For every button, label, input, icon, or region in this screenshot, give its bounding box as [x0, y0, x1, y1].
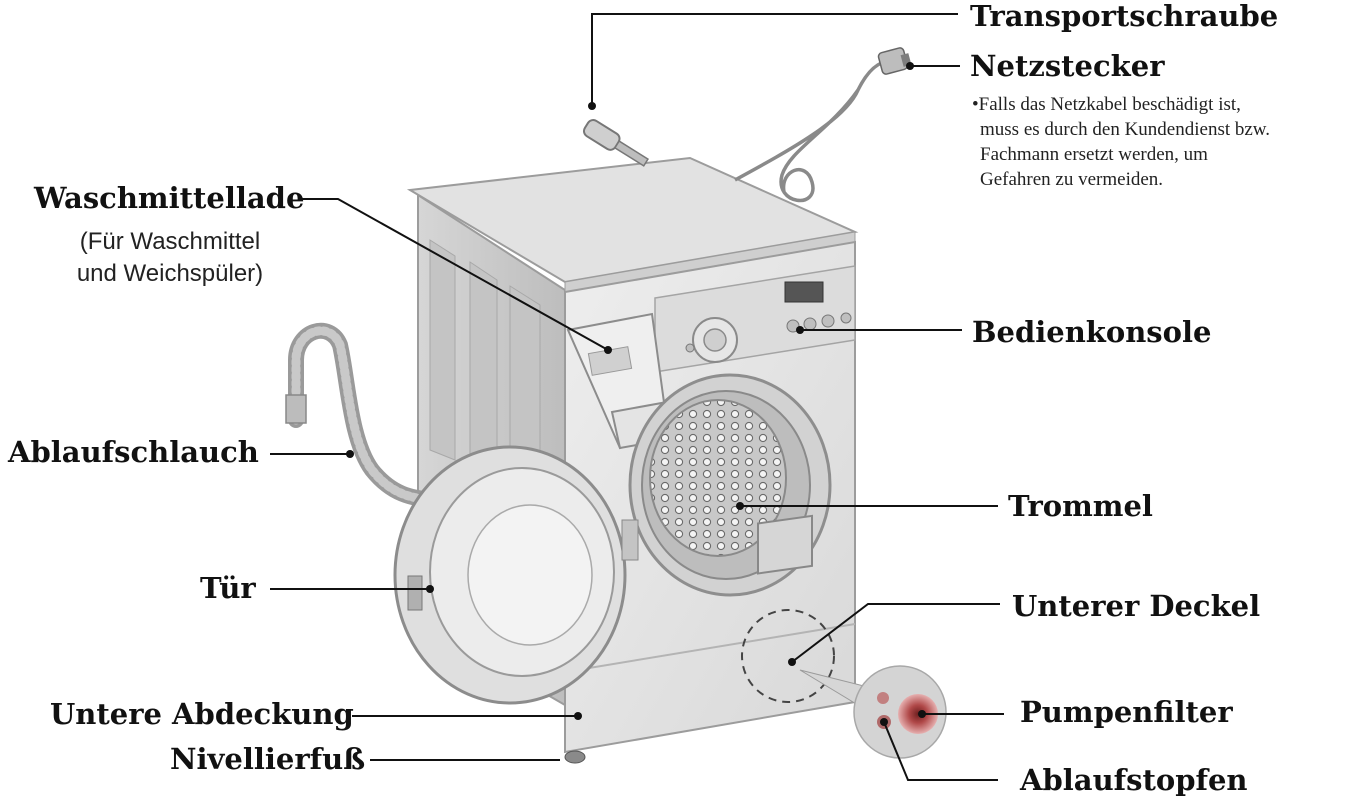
- label-transportschraube: Transportschraube: [970, 0, 1279, 33]
- note-line: Gefahren zu vermeiden.: [980, 169, 1164, 190]
- door-handle: [407, 575, 423, 611]
- dot: [426, 585, 434, 593]
- dot: [346, 450, 354, 458]
- sub-line: und Weichspüler): [76, 260, 264, 287]
- label-tuer: Tür: [200, 571, 256, 605]
- note-line: •Falls das Netzkabel beschädigt ist,: [972, 94, 1241, 115]
- drain-plug-small: [877, 692, 889, 704]
- label-netzstecker: Netzstecker: [970, 49, 1165, 83]
- power-cord: [734, 59, 897, 203]
- panel-button: [786, 319, 800, 333]
- dot: [588, 102, 596, 110]
- dot: [736, 502, 744, 510]
- dot: [604, 346, 612, 354]
- label-ablaufstopfen: Ablaufstopfen: [1020, 763, 1248, 797]
- panel-button: [821, 314, 835, 328]
- label-waschmittellade-sub: (Für Waschmittel und Weichspüler): [50, 226, 290, 290]
- door-glass: [467, 504, 593, 646]
- note-line: Fachmann ersetzt werden, um: [980, 144, 1208, 165]
- dot: [906, 62, 914, 70]
- note-line: muss es durch den Kundendienst bzw.: [980, 119, 1271, 140]
- label-pumpenfilter: Pumpenfilter: [1020, 695, 1233, 729]
- side-groove: [429, 239, 456, 461]
- lower-cover-flap: [757, 514, 813, 575]
- transport-bolt: [582, 119, 649, 167]
- levelling-foot: [564, 750, 586, 764]
- dot: [796, 326, 804, 334]
- base-seam: [564, 623, 856, 673]
- label-waschmittellade: Waschmittellade: [34, 181, 305, 215]
- drain-hose: [288, 322, 440, 508]
- dot: [918, 710, 926, 718]
- display-panel: [784, 281, 824, 303]
- leader-unterer-deckel: [791, 603, 1000, 663]
- dot: [880, 718, 888, 726]
- panel-button: [685, 343, 695, 353]
- panel-button: [840, 312, 852, 324]
- lower-cover-highlight-circle: [741, 609, 835, 703]
- label-unterer-deckel: Unterer Deckel: [1012, 589, 1261, 623]
- label-bedienkonsole: Bedienkonsole: [972, 315, 1212, 349]
- drum: [649, 399, 787, 557]
- leader-waschmittellade: [298, 198, 609, 351]
- power-cord-note: •Falls das Netzkabel beschädigt ist, mus…: [972, 92, 1270, 192]
- label-ablaufschlauch: Ablaufschlauch: [8, 435, 259, 469]
- label-nivellierfuss: Nivellierfuß: [170, 742, 366, 776]
- leader-dots: [346, 62, 926, 726]
- leader-lines: [270, 13, 1004, 781]
- hose-end-cap: [285, 394, 307, 424]
- dot: [574, 712, 582, 720]
- leader-transportschraube: [591, 13, 958, 106]
- dot: [788, 658, 796, 666]
- label-trommel: Trommel: [1008, 489, 1153, 523]
- label-untere-abdeckung: Untere Abdeckung: [50, 697, 354, 731]
- leader-ablaufstopfen: [883, 721, 998, 781]
- sub-line: (Für Waschmittel: [79, 228, 261, 255]
- power-plug: [877, 47, 912, 75]
- door-hinge: [621, 519, 639, 561]
- panel-button: [803, 317, 817, 331]
